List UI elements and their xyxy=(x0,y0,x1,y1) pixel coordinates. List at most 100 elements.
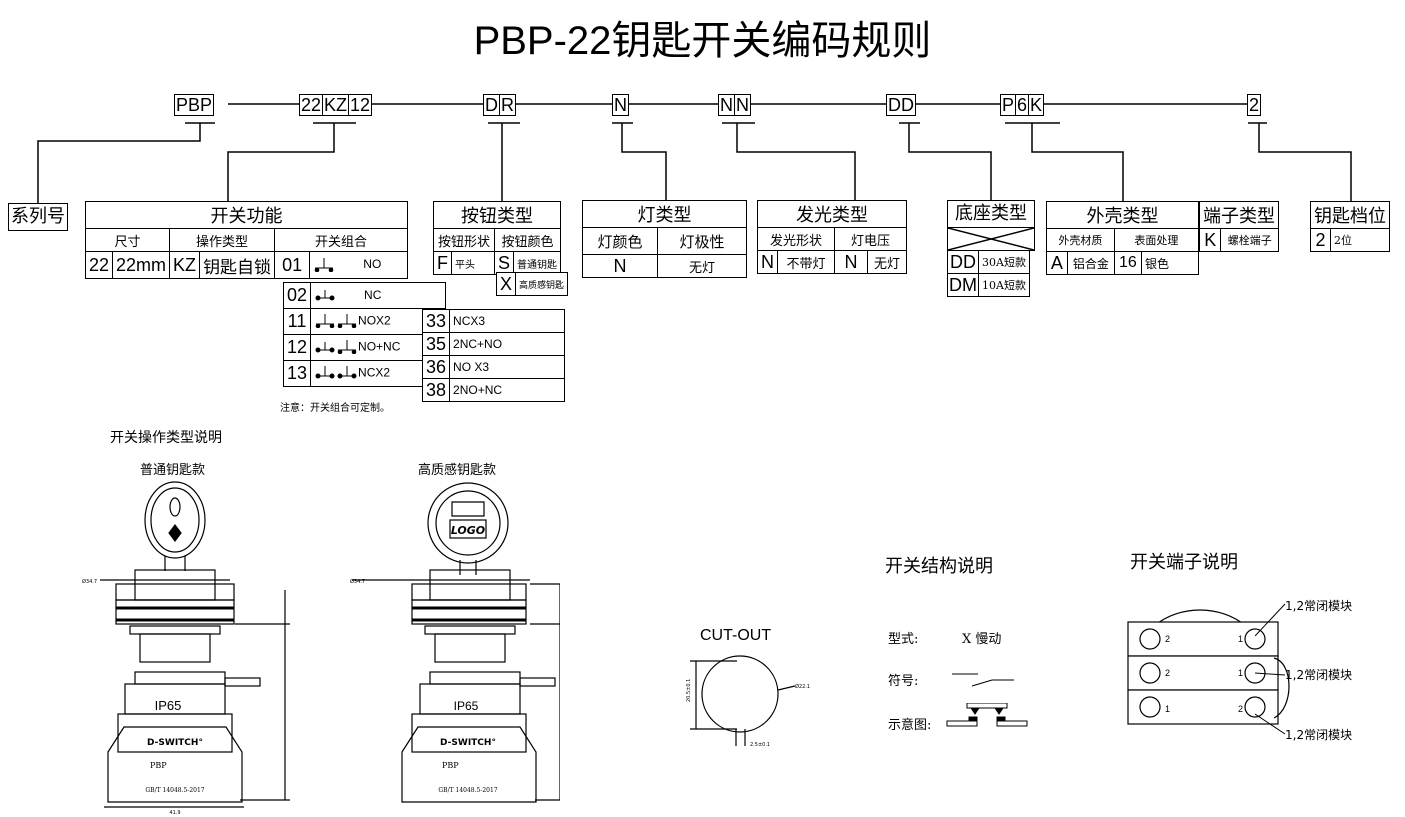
structure-title: 开关结构说明 xyxy=(885,556,993,577)
color-value: 高质感钥匙 xyxy=(515,272,569,296)
combo-code: 11 xyxy=(282,308,312,335)
brand-label: D-SWITCH° xyxy=(147,738,203,748)
nc-contact-icon xyxy=(314,364,336,383)
code-part: 2 xyxy=(1249,95,1260,115)
switch-function-table: 开关功能 尺寸 操作类型 开关组合 22 22mm KZ 钥匙自锁 01 NO xyxy=(84,201,409,279)
code-key: 2 xyxy=(1247,94,1262,116)
code-part: N xyxy=(736,95,749,115)
combo-label: NO xyxy=(363,257,382,272)
col-header: 开关组合 xyxy=(274,228,409,252)
shape-code: F xyxy=(433,251,452,275)
terminal-right: 2 xyxy=(1238,704,1243,714)
voltage-code: N xyxy=(834,250,868,274)
lamp-code: N xyxy=(582,254,658,278)
code-lamp: N xyxy=(612,94,629,116)
color-code: X xyxy=(495,272,517,296)
diameter-label: Ø34.7 xyxy=(350,578,365,585)
combo-code: 02 xyxy=(282,282,312,309)
combo-note: 注意：开关组合可定制。 xyxy=(280,403,390,414)
col-header: 表面处理 xyxy=(1113,228,1200,252)
combo-label: NOX2 xyxy=(358,313,391,328)
nc-contact-icon xyxy=(314,286,336,305)
type-label: 型式: xyxy=(888,632,919,647)
code-part: 12 xyxy=(350,95,371,115)
no-contact-icon xyxy=(313,256,335,275)
combo-code: 38 xyxy=(421,378,451,402)
slow-action-symbol-icon xyxy=(952,673,1014,687)
table-title: 外壳类型 xyxy=(1046,201,1199,229)
combo-code: 33 xyxy=(421,309,451,333)
code-part: KZ xyxy=(324,95,350,115)
nc-contact-icon xyxy=(336,364,358,383)
table-title: 按钮类型 xyxy=(432,201,562,229)
key-head xyxy=(427,482,509,564)
series-box: 系列号 xyxy=(8,203,68,231)
key-head xyxy=(144,481,206,559)
col-header: 按钮形状 xyxy=(433,228,495,252)
code-part: P xyxy=(1002,95,1017,115)
code-part: DD xyxy=(888,95,914,115)
premium-key-caption: 高质感钥匙款 xyxy=(418,463,497,478)
key-value: 2位 xyxy=(1330,228,1390,252)
standard-label: GB/T 14048.5-2017 xyxy=(438,787,497,794)
cross-icon xyxy=(948,228,1034,250)
key-diamond-icon xyxy=(168,524,182,542)
terminal-left: 2 xyxy=(1165,668,1170,678)
lamp-value: 无灯 xyxy=(657,254,747,278)
nc-contact-icon xyxy=(314,338,336,357)
shape-code: N xyxy=(757,250,778,274)
terminal-left: 2 xyxy=(1165,634,1170,644)
combo-label: NCX3 xyxy=(449,309,566,333)
no-contact-icon xyxy=(336,338,358,357)
terminal-drawing: 2 1 2 1 1 2 xyxy=(1127,609,1290,725)
op-value: 钥匙自锁 xyxy=(199,251,276,279)
combo-cell: NC xyxy=(310,282,447,309)
size-value: 22mm xyxy=(112,251,171,279)
combo-label: NO+NC xyxy=(358,339,401,354)
brand-label: D-SWITCH° xyxy=(440,738,496,748)
color-code: S xyxy=(493,251,515,275)
normal-key-drawing: IP65 D-SWITCH° PBP GB/T 14048.5-2017 Ø34… xyxy=(82,481,290,815)
normal-key-caption: 普通钥匙款 xyxy=(140,463,206,478)
terminal-right: 1 xyxy=(1238,668,1243,678)
callout-label: 1,2常闭模块 xyxy=(1285,668,1353,682)
voltage-value: 无灯 xyxy=(867,250,907,274)
combo-code: 01 xyxy=(274,251,311,279)
surface-code: 16 xyxy=(1113,251,1143,275)
table-title: 底座类型 xyxy=(948,201,1034,228)
shape-value: 平头 xyxy=(451,251,495,275)
combo-code: 13 xyxy=(282,360,312,387)
terminal-left: 1 xyxy=(1165,704,1170,714)
standard-label: GB/T 14048.5-2017 xyxy=(145,787,204,794)
surface-value: 银色 xyxy=(1141,251,1199,275)
code-base: DD xyxy=(886,94,916,116)
base-value: 10A短款 xyxy=(978,273,1030,297)
op-section-title: 开关操作类型说明 xyxy=(110,430,222,446)
col-header: 灯电压 xyxy=(834,227,907,251)
cutout-title: CUT-OUT xyxy=(700,627,772,644)
terminal-code: K xyxy=(1198,228,1222,252)
code-part: 22 xyxy=(301,95,324,115)
op-code: KZ xyxy=(169,251,201,279)
diagram-label: 示意图: xyxy=(888,718,932,733)
light-type-table: 发光类型 发光形状灯电压 N 不带灯 N 无灯 xyxy=(757,200,907,274)
terminals-title: 开关端子说明 xyxy=(1130,552,1238,573)
combo-code: 12 xyxy=(282,334,312,361)
code-part: PBP xyxy=(176,95,213,115)
contact-diagram-icon xyxy=(946,703,1028,727)
callout-label: 1,2常闭模块 xyxy=(1285,599,1353,613)
col-header: 外壳材质 xyxy=(1046,228,1115,252)
type-value: X 慢动 xyxy=(962,632,1002,647)
code-part: D xyxy=(485,95,500,115)
key-code: 2 xyxy=(1310,228,1331,252)
callout-lines xyxy=(1255,603,1286,735)
table-title: 钥匙档位 xyxy=(1310,201,1390,229)
